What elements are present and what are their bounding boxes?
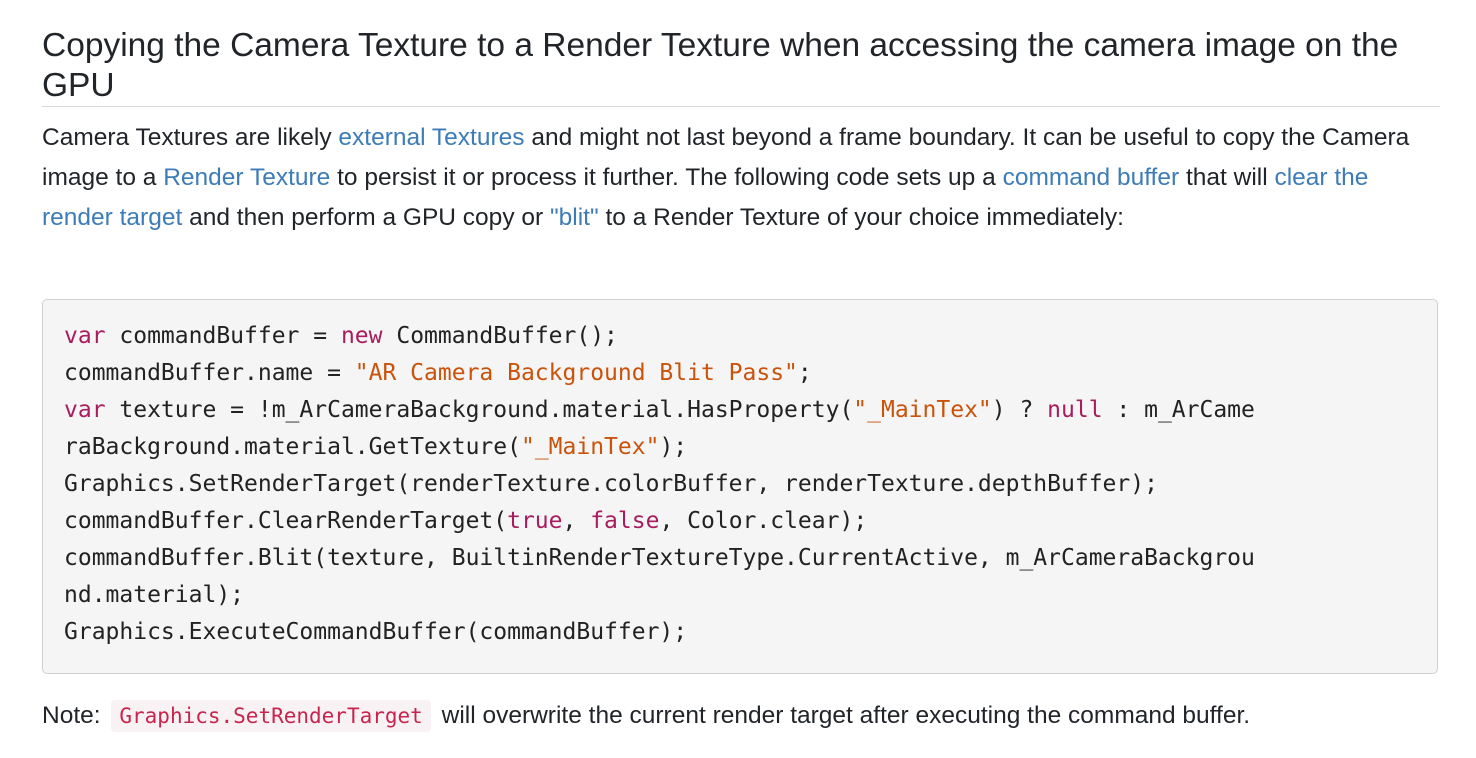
code-line-7: commandBuffer.Blit(texture, BuiltinRende… <box>64 545 1255 571</box>
code-text: texture = !m_ArCameraBackground.material… <box>105 397 854 423</box>
code-text: commandBuffer.name = <box>64 360 355 386</box>
clear-render-target-link[interactable]: clear the render target <box>42 164 1369 231</box>
intro-text-2: and might not last beyond a frame bounda… <box>42 124 1410 191</box>
code-line-4: raBackground.material.GetTexture("_MainT… <box>64 434 687 460</box>
code-text: , Color.clear); <box>659 508 868 534</box>
string-literal: "AR Camera Background Blit Pass" <box>354 360 798 386</box>
section-heading: Copying the Camera Texture to a Render T… <box>42 27 1399 104</box>
code-block: var commandBuffer = new CommandBuffer();… <box>42 299 1438 674</box>
intro-text-3: to persist it or process it further. The… <box>330 164 1003 191</box>
string-literal: "_MainTex" <box>853 397 992 423</box>
code-listing: var commandBuffer = new CommandBuffer();… <box>64 318 1416 651</box>
keyword: false <box>590 508 660 534</box>
code-text: CommandBuffer(); <box>382 323 618 349</box>
code-text: commandBuffer = <box>105 323 341 349</box>
keyword: true <box>507 508 563 534</box>
code-text: commandBuffer.ClearRenderTarget( <box>64 508 508 534</box>
keyword: null <box>1047 397 1103 423</box>
external-textures-link[interactable]: external Textures <box>338 124 525 151</box>
keyword: var <box>64 397 106 423</box>
code-line-2: commandBuffer.name = "AR Camera Backgrou… <box>64 360 812 386</box>
intro-paragraph: Camera Textures are likely external Text… <box>42 118 1442 238</box>
code-text: raBackground.material.GetTexture( <box>64 434 521 460</box>
code-line-5: Graphics.SetRenderTarget(renderTexture.c… <box>64 471 1158 497</box>
intro-text-4: that will <box>1179 164 1275 191</box>
string-literal: "_MainTex" <box>520 434 660 460</box>
note-paragraph: Note: Graphics.SetRenderTarget will over… <box>42 697 1462 735</box>
keyword: new <box>340 323 383 349</box>
code-text: ; <box>797 360 812 386</box>
code-line-8: nd.material); <box>64 582 245 608</box>
code-text: : m_ArCame <box>1102 397 1255 423</box>
intro-text-6: to a Render Texture of your choice immed… <box>598 204 1124 231</box>
code-line-1: var commandBuffer = new CommandBuffer(); <box>64 323 618 349</box>
intro-text-5: and then perform a GPU copy or <box>182 204 550 231</box>
code-text: , <box>562 508 591 534</box>
command-buffer-link[interactable]: command buffer <box>1002 164 1180 191</box>
code-text: ) ? <box>991 397 1048 423</box>
note-text: will overwrite the current render target… <box>441 702 1251 729</box>
intro-text-1: Camera Textures are likely <box>42 124 339 151</box>
keyword: var <box>64 323 106 349</box>
render-texture-link[interactable]: Render Texture <box>163 164 331 191</box>
code-line-9: Graphics.ExecuteCommandBuffer(commandBuf… <box>64 619 688 645</box>
code-line-6: commandBuffer.ClearRenderTarget(true, fa… <box>64 508 867 534</box>
code-text: ); <box>659 434 688 460</box>
heading-divider <box>42 106 1440 107</box>
blit-link[interactable]: "blit" <box>549 204 599 231</box>
inline-code: Graphics.SetRenderTarget <box>111 700 431 732</box>
note-label: Note: <box>42 702 101 729</box>
code-line-3: var texture = !m_ArCameraBackground.mate… <box>64 397 1255 423</box>
